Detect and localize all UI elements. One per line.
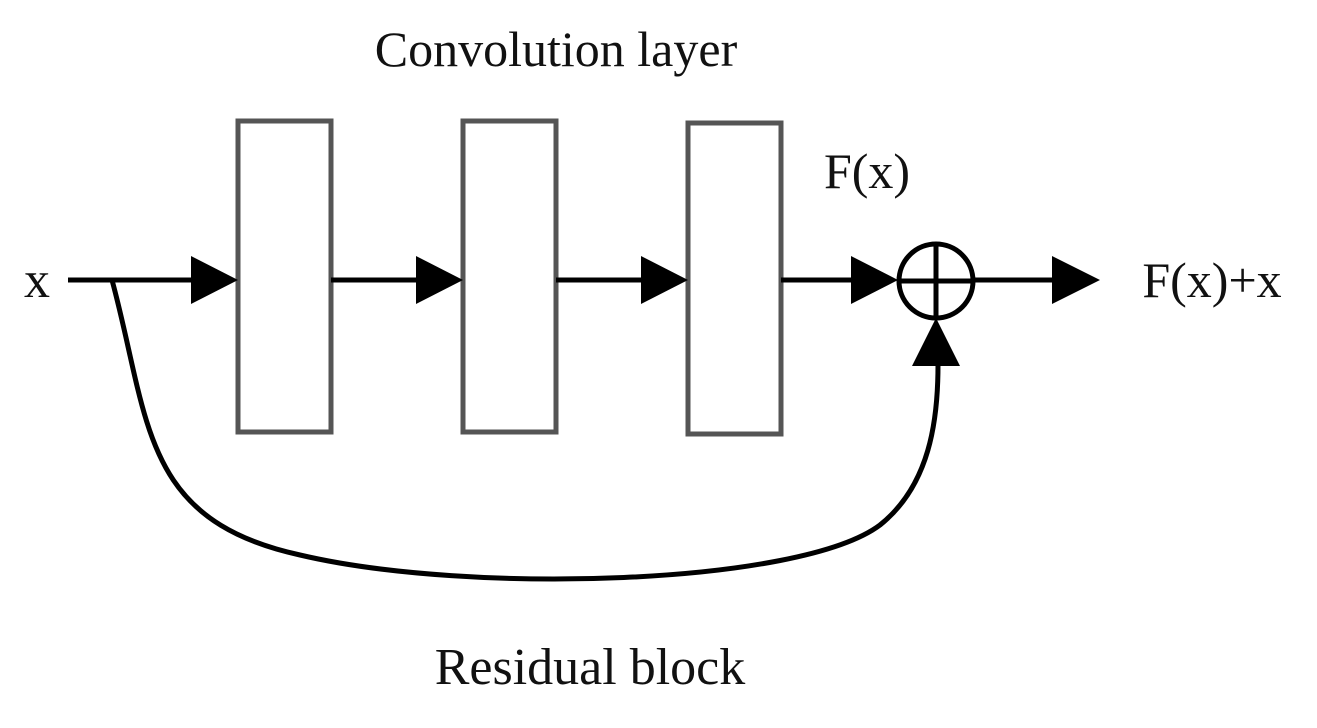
- sum-to-output-arrow: [1052, 256, 1100, 304]
- skip-connection-curve: [109, 279, 941, 582]
- conv2-to-conv3-arrow: [641, 256, 688, 304]
- input-label: x: [24, 252, 50, 309]
- input-to-conv1-arrow: [191, 256, 238, 304]
- conv3-to-sum-arrow: [851, 256, 898, 304]
- conv-layer-box-3: [685, 120, 784, 437]
- conv-layer-box-2: [460, 118, 559, 435]
- skip-connection-arrow: [912, 318, 960, 366]
- sum-node: [896, 241, 976, 321]
- output-label: F(x)+x: [1142, 252, 1281, 308]
- conv-layer-box-1: [235, 118, 334, 435]
- diagram-title: Convolution layer: [375, 21, 738, 77]
- residual-function-label: F(x): [824, 143, 910, 199]
- conv1-to-conv2-arrow: [416, 256, 463, 304]
- bottom-caption: Residual block: [435, 639, 746, 696]
